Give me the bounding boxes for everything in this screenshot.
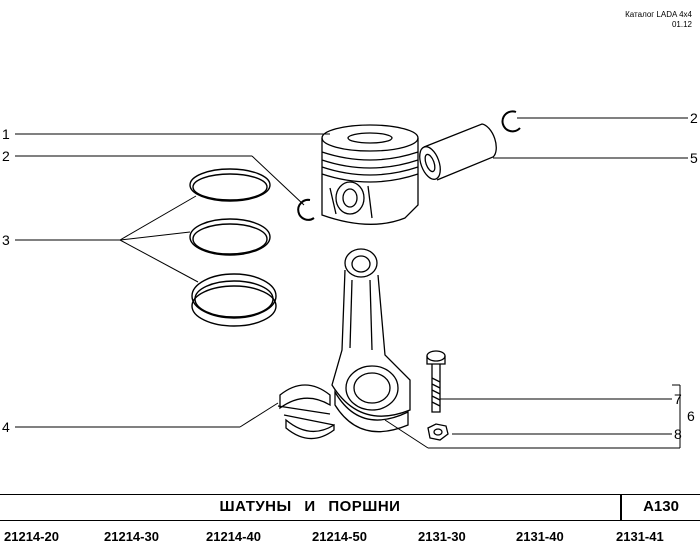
snap-ring-left	[297, 198, 315, 221]
model-code: 21214-40	[206, 529, 261, 544]
leader-2-left-diag	[251, 155, 305, 206]
callout-8: 8	[674, 426, 682, 442]
callout-2-right: 2	[690, 110, 698, 126]
title-frame	[0, 494, 700, 521]
rod-bolt-drawing	[426, 350, 446, 413]
callout-5: 5	[690, 150, 698, 166]
callout-1: 1	[2, 126, 10, 142]
callout-7: 7	[674, 391, 682, 407]
page-title: ШАТУНЫ И ПОРШНИ	[219, 498, 401, 515]
piston-pin-drawing	[419, 123, 497, 181]
leader-3-a	[119, 195, 197, 241]
model-code: 21214-30	[104, 529, 159, 544]
title-frame-divider	[620, 494, 622, 521]
model-code: 21214-20	[4, 529, 59, 544]
leader-3-c	[119, 239, 199, 283]
rod-nut-drawing	[427, 423, 449, 441]
connecting-rod-drawing	[331, 248, 411, 433]
model-code: 2131-30	[418, 529, 466, 544]
callout-4: 4	[2, 419, 10, 435]
piston-rings-drawing	[189, 168, 277, 327]
callout-3: 3	[2, 232, 10, 248]
catalog-date: 01.12	[671, 20, 692, 29]
leader-3-b	[119, 231, 191, 241]
model-list: 21214-20 21214-30 21214-40 21214-50 2131…	[0, 529, 700, 547]
bearing-shells-drawing	[277, 384, 335, 440]
snap-ring-right	[501, 110, 521, 133]
catalog-name: Каталог LADA 4x4	[625, 10, 692, 19]
model-code: 21214-50	[312, 529, 367, 544]
piston-drawing	[321, 124, 419, 225]
model-code: 2131-41	[616, 529, 664, 544]
leader-4-diag	[239, 402, 279, 428]
callout-2-left: 2	[2, 148, 10, 164]
model-code: 2131-40	[516, 529, 564, 544]
leader-6-diag	[384, 419, 429, 449]
callout-6: 6	[687, 408, 695, 424]
catalog-header: Каталог LADA 4x4 01.12	[625, 10, 692, 30]
sheet-code: А130	[643, 498, 679, 515]
